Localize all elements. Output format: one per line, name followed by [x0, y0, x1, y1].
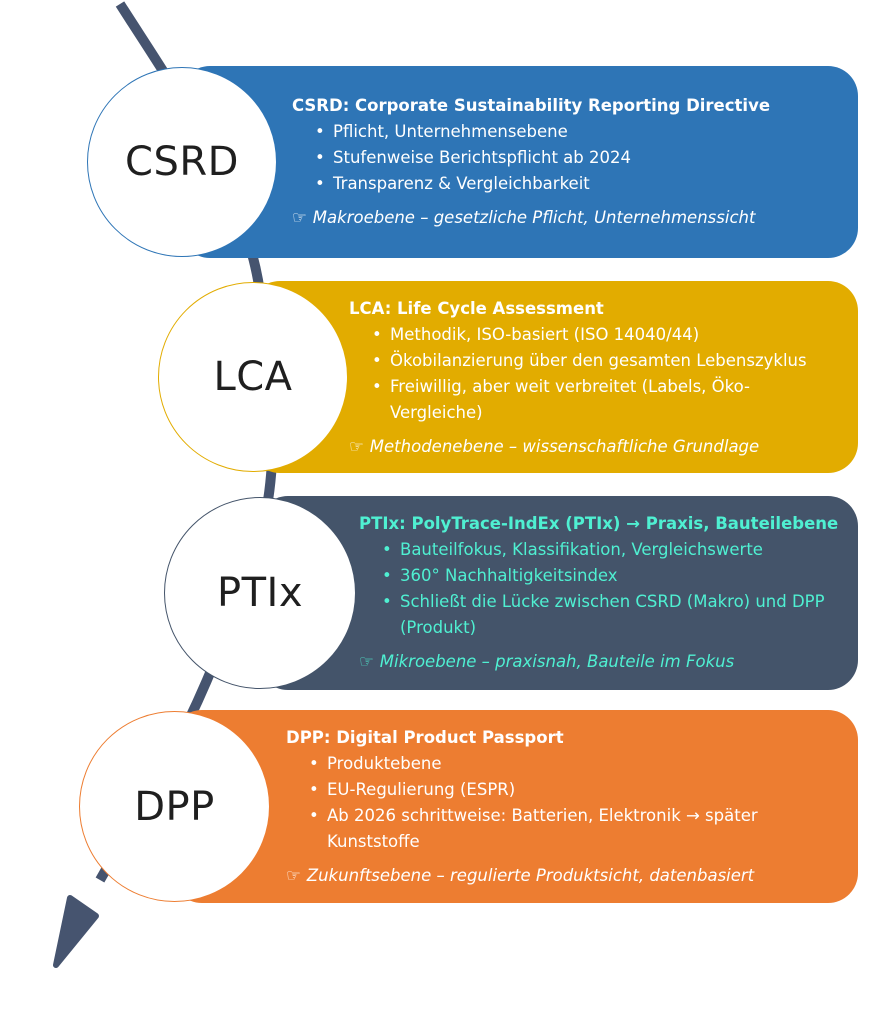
ptix-bullet-list: Bauteilfokus, Klassifikation, Vergleichs… — [359, 537, 854, 641]
ptix-note: ☞ Mikroebene – praxisnah, Bauteile im Fok… — [359, 649, 854, 675]
lca-bullet: Freiwillig, aber weit verbreitet (Labels… — [372, 374, 820, 426]
dpp-heading: DPP: Digital Product Passport — [286, 728, 564, 747]
pointing-hand-icon: ☞ — [292, 208, 307, 227]
ptix-circle-label: PTIx — [216, 570, 304, 616]
csrd-circle: CSRD — [87, 67, 277, 257]
ptix-content: PTIx: PolyTrace-IndEx (PTIx) → Praxis, B… — [359, 511, 854, 675]
csrd-note: ☞ Makroebene – gesetzliche Pflicht, Unter… — [292, 205, 770, 231]
lca-note-text: Methodenebene – wissenschaftliche Grundl… — [369, 437, 760, 456]
ptix-circle: PTIx — [164, 497, 356, 689]
csrd-note-text: Makroebene – gesetzliche Pflicht, Untern… — [312, 208, 756, 227]
pointing-hand-icon: ☞ — [286, 866, 301, 885]
ptix-bullet: Bauteilfokus, Klassifikation, Vergleichs… — [382, 537, 854, 563]
ptix-bullet: 360° Nachhaltigkeitsindex — [382, 563, 854, 589]
dpp-bullet-list: Produktebene EU-Regulierung (ESPR) Ab 20… — [286, 751, 846, 855]
ptix-note-text: Mikroebene – praxisnah, Bauteile im Foku… — [379, 652, 735, 671]
dpp-note: ☞ Zukunftsebene – regulierte Produktsicht… — [286, 863, 846, 889]
pointing-hand-icon: ☞ — [359, 652, 374, 671]
lca-bullet: Ökobilanzierung über den gesamten Lebens… — [372, 348, 849, 374]
dpp-bullet: Produktebene — [309, 751, 846, 777]
lca-content: LCA: Life Cycle Assessment Methodik, ISO… — [349, 296, 849, 460]
csrd-bullet: Pflicht, Unternehmensebene — [315, 119, 770, 145]
csrd-bullet: Stufenweise Berichtspflicht ab 2024 — [315, 145, 770, 171]
ptix-heading: PTIx: PolyTrace-IndEx (PTIx) → Praxis, B… — [359, 514, 839, 533]
lca-note: ☞ Methodenebene – wissenschaftliche Grund… — [349, 434, 849, 460]
csrd-bullet: Transparenz & Vergleichbarkeit — [315, 171, 770, 197]
ptix-bullet: Schließt die Lücke zwischen CSRD (Makro)… — [382, 589, 840, 641]
pointing-hand-icon: ☞ — [349, 437, 364, 456]
csrd-content: CSRD: Corporate Sustainability Reporting… — [292, 93, 770, 231]
dpp-bullet: Ab 2026 schrittweise: Batterien, Elektro… — [309, 803, 807, 855]
dpp-circle-label: DPP — [134, 783, 215, 830]
dpp-note-text: Zukunftsebene – regulierte Produktsicht,… — [306, 866, 755, 885]
lca-circle: LCA — [158, 282, 348, 472]
csrd-circle-label: CSRD — [125, 139, 239, 185]
dpp-circle: DPP — [79, 711, 270, 902]
csrd-bullet-list: Pflicht, Unternehmensebene Stufenweise B… — [292, 119, 770, 197]
lca-bullet: Methodik, ISO-basiert (ISO 14040/44) — [372, 322, 849, 348]
dpp-content: DPP: Digital Product Passport Produktebe… — [286, 725, 846, 889]
csrd-heading: CSRD: Corporate Sustainability Reporting… — [292, 96, 771, 115]
lca-circle-label: LCA — [213, 354, 293, 400]
lca-bullet-list: Methodik, ISO-basiert (ISO 14040/44) Öko… — [349, 322, 849, 426]
flow-arrow-head — [53, 895, 99, 968]
lca-heading: LCA: Life Cycle Assessment — [349, 299, 604, 318]
dpp-bullet: EU-Regulierung (ESPR) — [309, 777, 846, 803]
